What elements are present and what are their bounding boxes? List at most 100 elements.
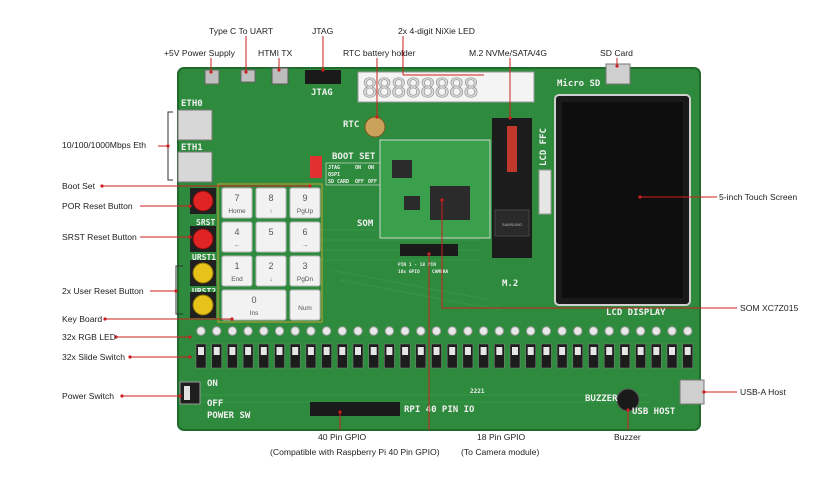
rgb-led xyxy=(494,326,504,336)
label-rgb-led: 32x RGB LED xyxy=(62,332,116,342)
rgb-led xyxy=(353,326,363,336)
label-slide-switch: 32x Slide Switch xyxy=(62,352,125,362)
lcd-display-silk: LCD DISPLAY xyxy=(606,308,666,318)
slide-switch xyxy=(321,343,332,369)
slide-switch-handle xyxy=(323,347,330,355)
svg-text:OFF: OFF xyxy=(368,179,377,185)
slide-switch-handle xyxy=(559,347,566,355)
slide-switch xyxy=(494,343,505,369)
som-silk: SOM xyxy=(357,219,374,229)
slide-switch-handle xyxy=(606,347,613,355)
rgb-led xyxy=(510,326,520,336)
micro-sd-silk: Micro SD xyxy=(557,78,601,89)
rgb-led xyxy=(290,326,300,336)
m2-silk: M.2 xyxy=(502,279,518,289)
svg-text:OFF: OFF xyxy=(355,179,364,185)
keypad-key-sub: PgUp xyxy=(297,208,314,215)
svg-text:PIN 1 - 18 PIN: PIN 1 - 18 PIN xyxy=(398,262,436,268)
label-sd-card: SD Card xyxy=(600,48,633,58)
rgb-led xyxy=(227,326,238,336)
svg-text:CAMERA: CAMERA xyxy=(432,269,449,275)
keypad-key-sub: ↓ xyxy=(269,276,272,283)
svg-text:POWER SW: POWER SW xyxy=(207,411,251,421)
slide-switch-handle xyxy=(527,347,534,355)
keypad-key-sub: Home xyxy=(228,208,246,215)
eth0-port xyxy=(177,109,213,141)
keypad-key-sub: ← xyxy=(234,242,241,249)
sd-slot xyxy=(605,63,631,85)
slide-switch-handle xyxy=(292,347,299,355)
slide-switch xyxy=(399,343,411,369)
label-gpio18-note: (To Camera module) xyxy=(461,447,539,457)
slide-switch-handle xyxy=(669,347,675,355)
label-hdmi-tx: HTMI TX xyxy=(258,48,292,58)
svg-text:SRST: SRST xyxy=(196,218,215,227)
slide-switch xyxy=(227,343,238,369)
slide-switch-handle xyxy=(213,347,220,355)
slide-switch-handle xyxy=(260,347,267,355)
slide-switch xyxy=(525,343,536,369)
keypad-key: 6→ xyxy=(289,221,321,253)
slide-switch-handle xyxy=(543,347,550,355)
eth0-silk: ETH0 xyxy=(181,99,203,109)
rgb-led xyxy=(259,326,269,336)
svg-text:ON: ON xyxy=(355,165,361,171)
rgb-led xyxy=(573,326,583,336)
slide-switch xyxy=(619,343,631,369)
rtc-battery xyxy=(364,116,386,138)
rgb-led xyxy=(620,326,630,336)
rgb-led xyxy=(196,326,206,336)
label-m2: M.2 NVMe/SATA/4G xyxy=(469,48,547,58)
eth1-port xyxy=(177,151,213,183)
rgb-led xyxy=(463,326,473,336)
svg-text:QSPI: QSPI xyxy=(328,172,340,178)
keypad-key: 2↓ xyxy=(255,255,287,287)
rgb-led xyxy=(478,326,489,336)
uart-connector xyxy=(240,69,256,83)
keypad-key-sub: ↑ xyxy=(269,208,272,215)
boot-set-silk: BOOT SET xyxy=(332,152,376,162)
keypad-key-main: 7 xyxy=(234,193,239,203)
nixie-digits: 88888888 xyxy=(362,74,478,104)
urst2-button xyxy=(190,292,216,318)
rgb-led-row xyxy=(196,326,693,336)
keypad-key-sub: Num xyxy=(298,305,312,312)
nixie-display xyxy=(357,71,535,103)
rtc-silk: RTC xyxy=(343,120,359,130)
power-jack xyxy=(204,69,220,85)
label-gpio18: 18 Pin GPIO xyxy=(477,432,526,442)
slide-switch-handle xyxy=(307,347,314,355)
slide-switch-handle xyxy=(370,347,377,355)
rgb-led xyxy=(635,326,646,336)
slide-switch-handle xyxy=(480,347,487,355)
keypad-key-main: 9 xyxy=(302,193,307,203)
svg-text:USB HOST: USB HOST xyxy=(632,407,676,417)
keypad-key-sub: End xyxy=(231,276,243,283)
svg-text:SD CARD: SD CARD xyxy=(328,179,349,185)
slide-switch xyxy=(258,343,270,369)
slide-switch-handle xyxy=(386,347,393,355)
rgb-led xyxy=(306,326,316,336)
keypad-key: Num xyxy=(289,289,321,321)
slide-switch-handle xyxy=(339,347,346,355)
slide-switch xyxy=(242,343,254,369)
label-user-reset: 2x User Reset Button xyxy=(62,286,144,296)
rgb-led xyxy=(526,326,536,336)
rgb-led xyxy=(212,326,222,336)
slide-switch xyxy=(651,343,662,369)
label-som: SOM XC7Z015 xyxy=(740,303,798,313)
svg-text:2221: 2221 xyxy=(470,388,485,395)
eth1-silk: ETH1 xyxy=(181,143,203,153)
svg-text:BUZZER: BUZZER xyxy=(585,394,618,404)
keypad-key-main: 5 xyxy=(268,227,273,237)
label-power-supply: +5V Power Supply xyxy=(164,48,236,58)
label-nixie: 2x 4-digit NiXie LED xyxy=(398,26,475,36)
slide-switch xyxy=(478,343,489,369)
lcd-ffc xyxy=(538,169,552,215)
lcd-ffc-silk: LCD FFC xyxy=(539,128,549,166)
slide-switch-handle xyxy=(653,347,660,355)
rgb-led xyxy=(667,326,677,336)
keypad-key-main: 4 xyxy=(234,227,239,237)
